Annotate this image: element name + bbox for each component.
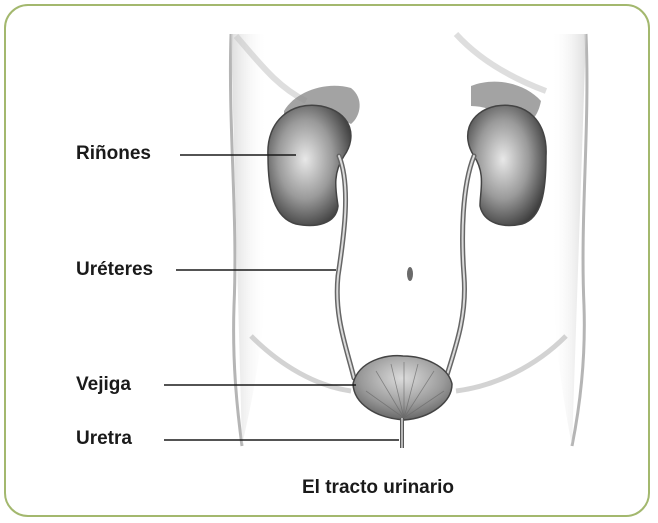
label-bladder: Vejiga — [76, 375, 131, 394]
right-ureter-inner — [446, 156, 474, 378]
diagram-frame: Riñones Uréteres Vejiga Uretra El tracto… — [4, 4, 650, 517]
left-kidney — [268, 105, 351, 225]
label-urethra: Uretra — [76, 429, 132, 448]
diagram-caption: El tracto urinario — [302, 478, 454, 497]
right-ureter — [446, 156, 474, 378]
label-kidneys: Riñones — [76, 144, 151, 163]
label-ureters: Uréteres — [76, 260, 153, 279]
left-ureter-inner — [337, 156, 354, 378]
right-kidney — [468, 105, 546, 225]
